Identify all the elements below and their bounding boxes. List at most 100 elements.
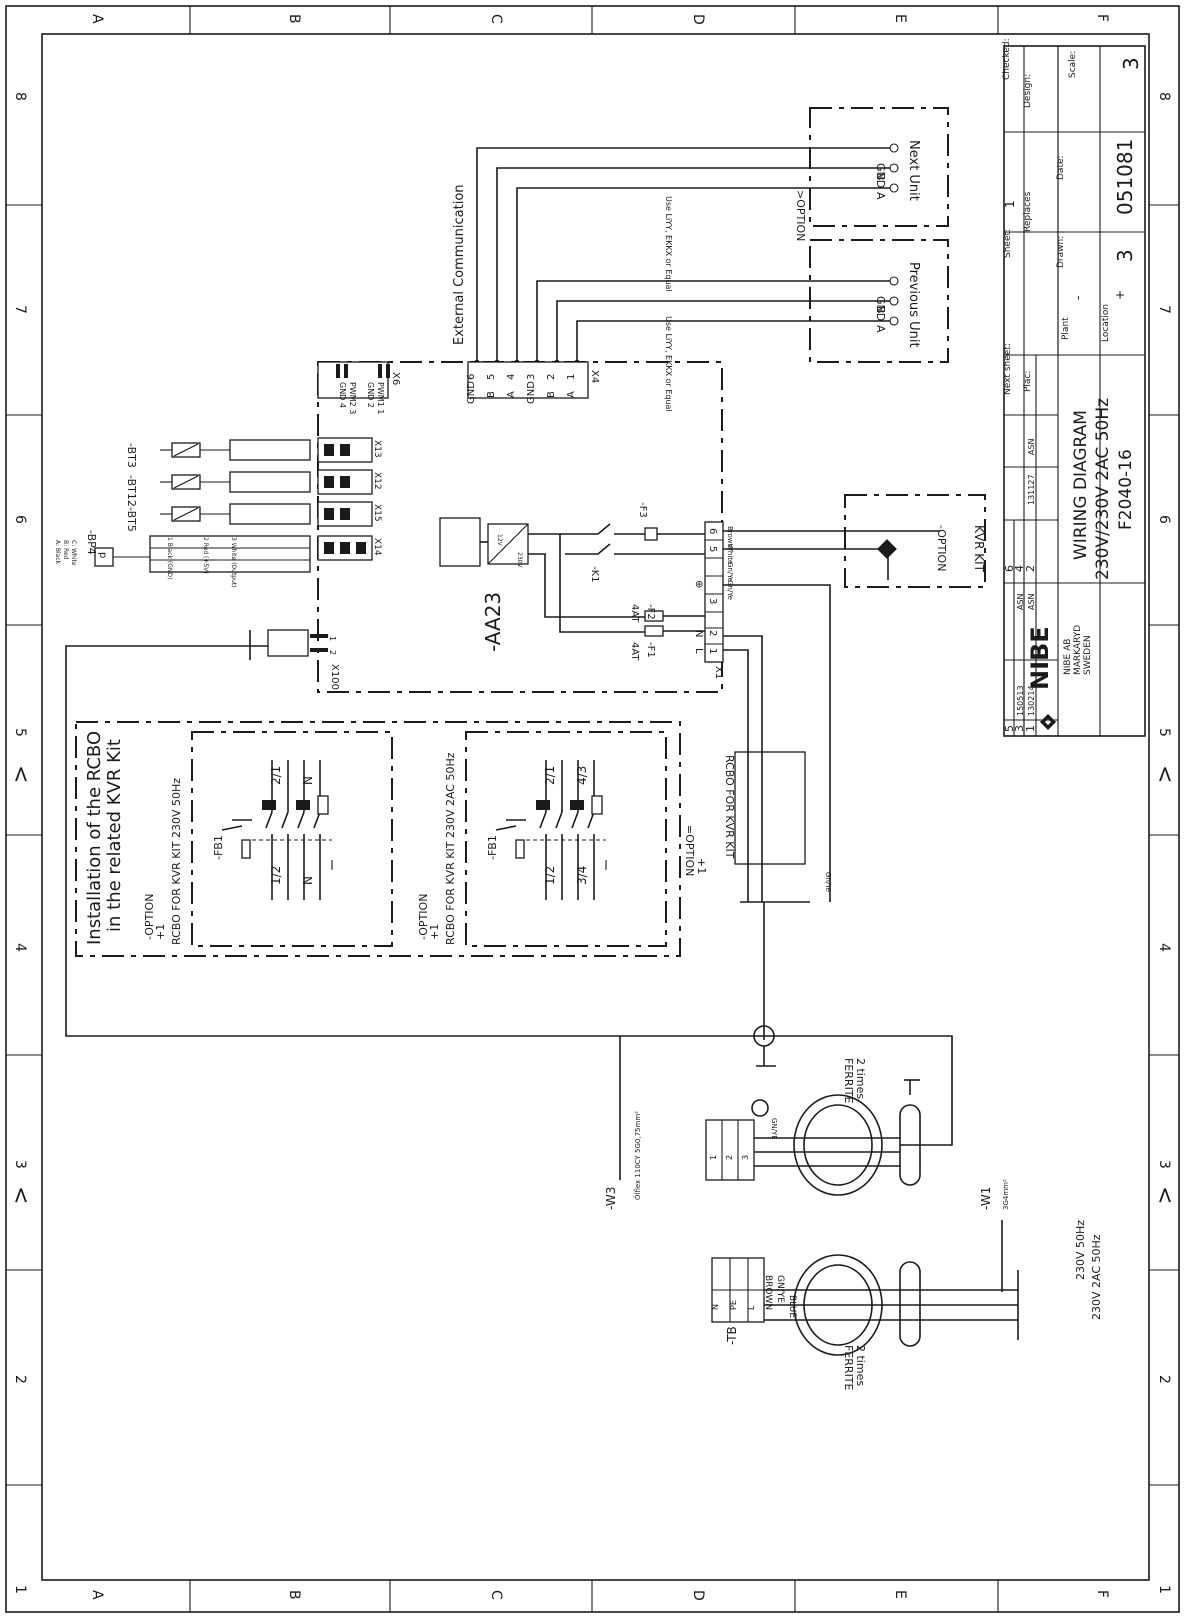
next-sheet-label: Next sheet: xyxy=(1003,343,1013,395)
x1-terminal: N xyxy=(693,630,704,637)
x4-pin-num: 6 xyxy=(466,374,477,380)
terminal-gnd: GND xyxy=(874,296,887,321)
rev-sign: ASN xyxy=(1016,593,1025,610)
x6-pin: GND 4 xyxy=(338,382,347,408)
date-label: Date: xyxy=(1056,155,1066,180)
col-label-top: E xyxy=(892,14,908,23)
rcbo-installation: Installation of the RCBO in the related … xyxy=(75,721,681,957)
rcbo-coil xyxy=(536,800,550,810)
rcbo-breaker xyxy=(221,760,333,900)
rev-number: 5 xyxy=(1003,725,1016,732)
tb-terminal: N xyxy=(711,1304,720,1310)
company-name: NIBE AB xyxy=(1063,639,1073,675)
replaces-label: Replaces xyxy=(1023,191,1033,232)
rcbo-terminal-label: N xyxy=(301,776,315,785)
w3-terminal: 3 xyxy=(741,1155,750,1160)
location-value: + xyxy=(1113,290,1127,300)
col-label-bottom: D xyxy=(690,1590,706,1601)
location-label: Location xyxy=(1101,304,1111,342)
x4-pin-num: 4 xyxy=(506,374,517,380)
rcbo-terminal-label: 4/3 xyxy=(575,766,589,785)
title-line2: 230V/230V 2AC 50Hz xyxy=(1093,398,1113,580)
row-label-right: 7 xyxy=(1156,305,1172,314)
installation-title2: in the related KVR Kit xyxy=(104,739,125,932)
company-logo-text: NIBE xyxy=(1026,626,1054,690)
k1-label: -K1 xyxy=(589,566,600,583)
nibe-logo: NIBE xyxy=(1026,626,1056,730)
row-label-right: 4 xyxy=(1156,943,1172,952)
rcbo-terminal-label: N xyxy=(301,876,315,885)
controller-board-aa23: -AA23 X4 GND 6 B 5 A 4 GND 3 B 2 A 1 X6 … xyxy=(54,361,724,693)
rcbo-terminal-label: 2/1 xyxy=(269,766,283,785)
x1-terminal: L xyxy=(693,648,704,654)
x4-pin-name: B xyxy=(486,391,497,398)
ferrite-clip xyxy=(899,1104,921,1186)
ferrite-ring xyxy=(803,1104,873,1186)
row-label-left: 8 xyxy=(12,92,28,101)
w3-terminal-block xyxy=(705,1119,755,1181)
col-label-bottom: C xyxy=(488,1590,504,1600)
bp4-wire: 2 Red (+5V) xyxy=(202,537,209,574)
x1-terminal: 1 xyxy=(707,648,718,654)
row-label-right: 8 xyxy=(1156,92,1172,101)
rcbo-test xyxy=(591,795,603,815)
w3-cable-spec: Ölflex 110CY 5G0,75mm² xyxy=(633,1111,642,1200)
w1-cable-spec: 3G4mm² xyxy=(1002,1179,1010,1210)
rev-date: 131127 xyxy=(1027,474,1036,505)
x4-pin-name: A xyxy=(506,391,517,398)
row-marker: < xyxy=(1152,1186,1177,1204)
ferrite-label: FERRITE xyxy=(842,1058,855,1104)
bp4-p: p xyxy=(97,552,108,558)
col-label-top: F xyxy=(1094,14,1110,22)
row-label-right: 2 xyxy=(1156,1375,1172,1384)
kvr-kit: -OPTION KVR KIT Brown White Gn/Ye Gn/Ye … xyxy=(683,494,986,1040)
rev-date: 150513 xyxy=(1016,685,1025,716)
w3-terminal: 2 xyxy=(725,1155,734,1160)
temperature-sensors: -BT3 -BT12 -BT5 xyxy=(125,439,311,532)
left-plus: +1 xyxy=(154,924,167,940)
col-label-top: B xyxy=(286,14,302,24)
rcbo-resistor xyxy=(241,839,251,859)
row-marker: < xyxy=(8,765,33,783)
wire-color: Brown xyxy=(726,526,734,548)
plant-label: Plant xyxy=(1061,317,1071,340)
x6-pin: PWM1 1 xyxy=(376,382,385,414)
bp4-wire: 3 White (Output) xyxy=(230,537,237,588)
w3-shield-route xyxy=(764,1035,953,1146)
tb-label: -TB xyxy=(725,1326,739,1345)
row-label-right: 5 xyxy=(1156,728,1172,737)
rcbo-fb1-label: -FB1 xyxy=(486,835,499,860)
rcbo-terminal-label: 1/2 xyxy=(543,866,557,885)
wire-name-brown: BROWN xyxy=(763,1275,773,1310)
row-label-left: 3 xyxy=(12,1160,28,1169)
sensor-bt12: -BT12 xyxy=(125,475,138,507)
rev-num: 6 xyxy=(1003,565,1016,572)
col-label-bottom: A xyxy=(89,1590,105,1600)
rcbo-terminal-label: 2/1 xyxy=(543,766,557,785)
ferrite-times: 2 times xyxy=(854,1345,867,1386)
right-plus: +1 xyxy=(428,924,441,940)
plant-value: - xyxy=(1071,296,1085,300)
x4-pin-name: GND xyxy=(526,381,537,404)
terminal-gnd: GND xyxy=(874,163,887,188)
pressure-sensor-bp4: p -BP4 A: Black B: Red C: White 1 Black … xyxy=(54,530,311,588)
right-rcbo-label: RCBO FOR KVR KIT 230V 2AC 50Hz xyxy=(444,752,457,945)
ferrite-times: 2 times xyxy=(854,1058,867,1099)
rev-date: 130214 xyxy=(1027,685,1036,716)
cable-note: Use LiYY, EKKX or Equal xyxy=(664,316,673,412)
rcbo-kvr-label: RCBO FOR KVR KIT xyxy=(723,755,736,859)
plac-label: Plac: xyxy=(1023,371,1033,392)
earth-terminal xyxy=(751,1099,769,1117)
rcbo-contact xyxy=(313,811,321,829)
drawing-number: 051081 xyxy=(1113,139,1137,215)
x6-pin: PWM2 3 xyxy=(348,382,357,414)
psu-output: 12V xyxy=(496,534,503,547)
rcbo-contact xyxy=(265,811,273,829)
x4-pin-num: 2 xyxy=(546,374,557,380)
rev-num: 4 xyxy=(1013,565,1026,572)
x1-terminal: 2 xyxy=(707,630,718,636)
design-label: Design: xyxy=(1023,74,1033,108)
x4-pin-num: 3 xyxy=(526,374,537,380)
tb-terminal: PE xyxy=(729,1300,738,1310)
